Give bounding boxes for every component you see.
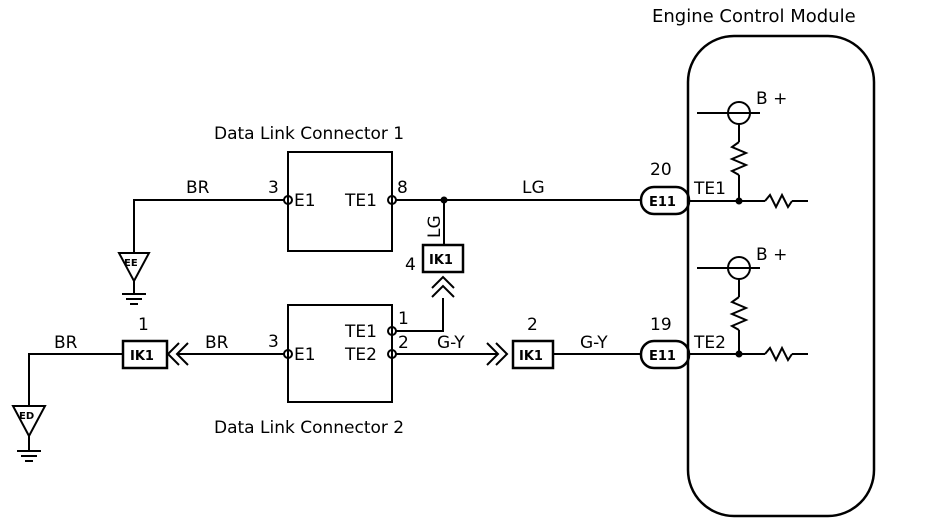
- dlc2-pin-e1: E1: [294, 345, 316, 365]
- ecm-pin-te1: TE1: [693, 179, 726, 199]
- ik1-mid-label: IK1: [519, 349, 543, 364]
- ecm-title: Engine Control Module: [652, 6, 856, 27]
- wire-te1-link: [396, 298, 444, 332]
- ik1-left-label: IK1: [130, 349, 154, 364]
- dlc2-pin-te1: TE1: [344, 322, 377, 342]
- ground-ee-label: EE: [124, 258, 138, 269]
- dlc2-title: Data Link Connector 2: [214, 418, 404, 438]
- wire-lg-vertical-label: LG: [425, 215, 445, 238]
- ground-ee: [117, 252, 151, 305]
- ik1-top-pin: 4: [405, 255, 416, 275]
- junction-dot: [735, 197, 743, 205]
- e11-pin-20: 20: [650, 160, 672, 180]
- dlc2-pin-te2-no: 2: [398, 333, 409, 353]
- wire-br-left: [28, 353, 123, 405]
- wire-gy-mid-label: G-Y: [437, 333, 465, 353]
- bplus-label-1: B +: [756, 89, 787, 109]
- dlc1-pin-e1: E1: [294, 191, 316, 211]
- wire-gy-right-label: G-Y: [580, 333, 608, 353]
- ik1-top-label: IK1: [429, 253, 453, 268]
- ik1-left-pin: 1: [138, 315, 149, 335]
- dlc2-pin-te1-no: 1: [398, 309, 409, 329]
- dlc1-pin-te1: TE1: [344, 191, 377, 211]
- ik1-mid-pin: 2: [527, 315, 538, 335]
- e11-label-te1: E11: [649, 195, 676, 210]
- bplus-label-2: B +: [756, 245, 787, 265]
- dlc2-pin-te2: TE2: [344, 345, 377, 365]
- dlc1-title: Data Link Connector 1: [214, 124, 404, 144]
- wire-br-ee: [133, 199, 284, 252]
- ecm-internal-te2: [690, 256, 808, 363]
- wire-br-mid-label: BR: [205, 333, 229, 353]
- dlc1-pin-te1-no: 8: [397, 178, 408, 198]
- dlc2-box: [287, 304, 393, 403]
- e11-label-te2: E11: [649, 349, 676, 364]
- junction-dot: [735, 350, 743, 358]
- ik1-connector-top: [421, 243, 465, 274]
- dlc2-pin-e1-no: 3: [268, 332, 279, 352]
- ecm-internal-te1: [690, 101, 808, 210]
- chevron-right-icon: [486, 342, 509, 366]
- dlc1-box: [287, 151, 393, 252]
- ecm-outline: [686, 34, 876, 518]
- wire-lg-top-label: LG: [522, 178, 545, 198]
- ground-ed: [11, 405, 47, 462]
- wire-br-left-label: BR: [54, 333, 78, 353]
- dlc1-pin-e1-no: 3: [268, 178, 279, 198]
- e11-pin-19: 19: [650, 315, 672, 335]
- wire-br-ee-label: BR: [186, 178, 210, 198]
- ground-ed-label: ED: [19, 411, 34, 422]
- chevron-up-icon: [431, 275, 455, 298]
- ecm-pin-te2: TE2: [693, 333, 726, 353]
